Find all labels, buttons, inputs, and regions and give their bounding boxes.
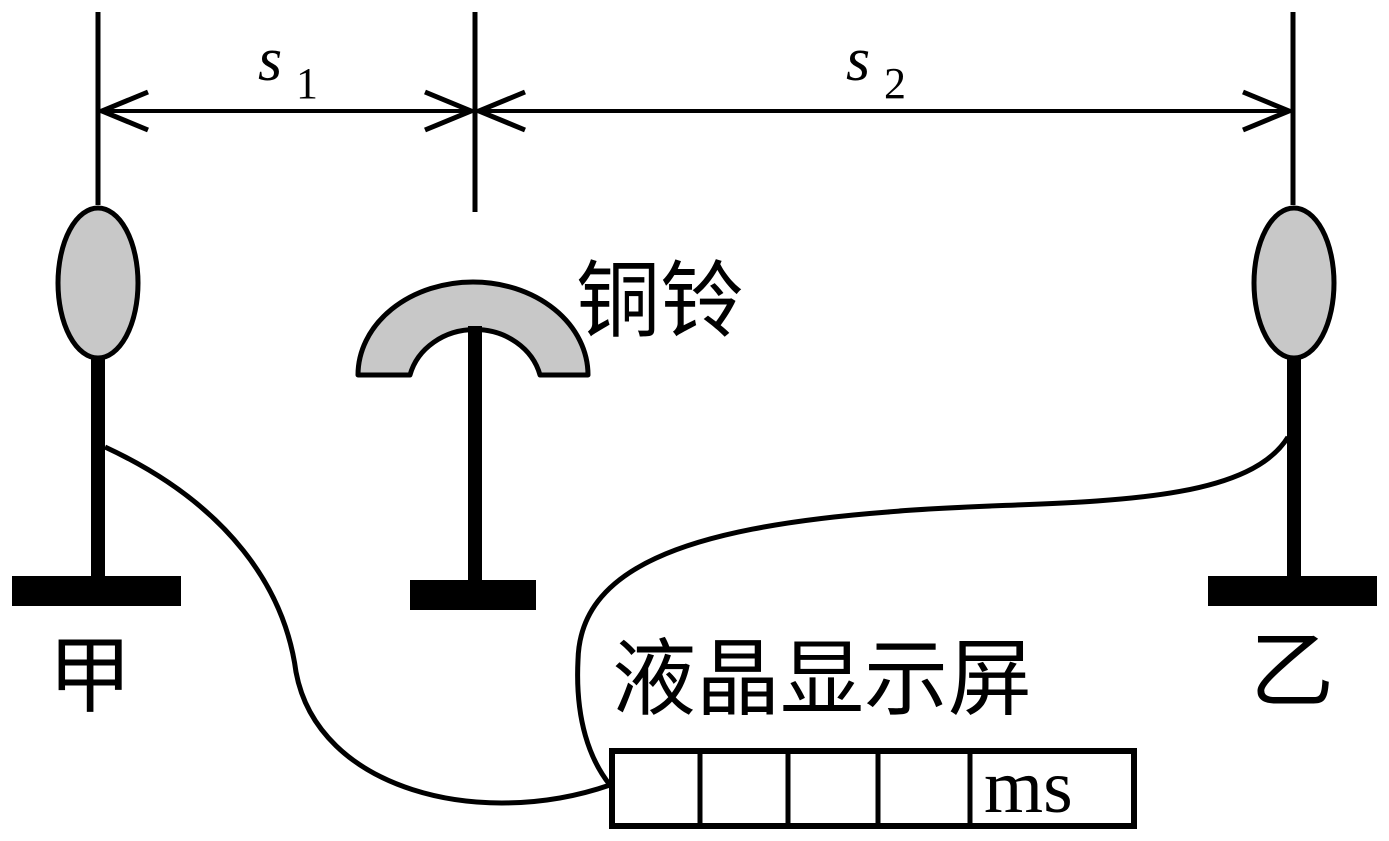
display-label: 液晶显示屏: [612, 630, 1032, 728]
s2-arrow-left-head: [472, 89, 526, 133]
s2-subscript: 2: [884, 59, 906, 108]
s2-arrow-right-head: [1242, 89, 1296, 133]
microphone-left-head: [55, 205, 141, 361]
s1-subscript: 1: [296, 59, 318, 108]
copper-bell-label: 铜铃: [576, 252, 744, 350]
microphone-right-label: 乙: [1250, 622, 1334, 720]
copper-bell-base: [410, 580, 536, 610]
s1-label: s: [258, 26, 282, 94]
dimension-s2: s 2: [472, 26, 1296, 133]
lcd-unit-label: ms: [984, 745, 1073, 829]
s2-label: s: [846, 26, 870, 94]
wire-right: [575, 435, 1291, 787]
microphone-right-head: [1251, 205, 1337, 361]
microphone-left-label: 甲: [48, 627, 132, 725]
dimension-s1: s 1: [95, 26, 478, 133]
microphone-right-base: [1208, 576, 1377, 606]
wire-left: [103, 444, 611, 806]
lcd-display: ms: [609, 745, 1137, 829]
microphone-left: [12, 205, 181, 606]
s1-arrow-right-head: [424, 89, 478, 133]
s1-arrow-left-head: [95, 89, 149, 133]
microphone-left-base: [12, 576, 181, 606]
microphone-right: [1208, 205, 1377, 606]
copper-bell: [355, 279, 591, 610]
